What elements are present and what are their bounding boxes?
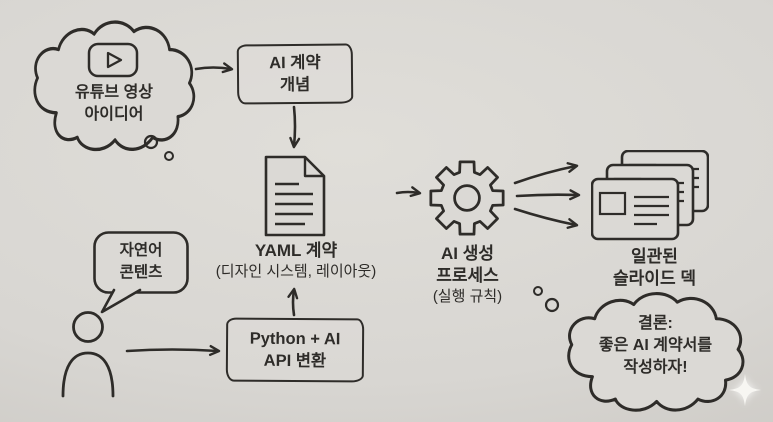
arrow-yaml-to-gear bbox=[395, 186, 422, 198]
python-box-line-2: API 변환 bbox=[263, 351, 327, 371]
speech-bubble: 자연어 콘텐츠 bbox=[92, 230, 192, 316]
conclusion-line-1: 결론: bbox=[638, 315, 673, 332]
idea-cloud-line-1: 유튜브 영상 bbox=[74, 84, 154, 101]
speech-bubble-label: 자연어 콘텐츠 bbox=[92, 240, 190, 284]
process-label: AI 생성 프로세스 (실행 규칙) bbox=[405, 243, 530, 307]
process-line-3: (실행 규칙) bbox=[432, 288, 503, 305]
thought-bubble-dot bbox=[533, 286, 543, 296]
conclusion-line-3: 작성하자! bbox=[623, 359, 688, 376]
python-api-box: Python + AI API 변환 bbox=[225, 317, 365, 383]
sparkle-icon bbox=[729, 374, 761, 406]
concept-box-line-2: 개념 bbox=[279, 75, 311, 95]
deck-line-1: 일관된 bbox=[631, 247, 678, 266]
idea-cloud-label: 유튜브 영상 아이디어 bbox=[25, 82, 203, 126]
process-line-1: AI 생성 bbox=[440, 244, 494, 263]
process-line-2: 프로세스 bbox=[436, 266, 499, 285]
concept-box-line-1: AI 계약 bbox=[269, 53, 321, 73]
yaml-title: YAML 계약 bbox=[254, 241, 338, 260]
deck-line-2: 슬라이드 덱 bbox=[613, 269, 696, 288]
conclusion-line-2: 좋은 AI 계약서를 bbox=[598, 337, 713, 354]
speech-line-1: 자연어 bbox=[119, 242, 163, 259]
deck-label: 일관된 슬라이드 덱 bbox=[597, 246, 712, 290]
speech-bubble-shape bbox=[93, 231, 189, 314]
cloud-shape bbox=[567, 292, 745, 412]
idea-cloud-line-2: 아이디어 bbox=[84, 106, 144, 123]
slide-stack-icon bbox=[591, 150, 709, 241]
conclusion-label: 결론: 좋은 AI 계약서를 작성하자! bbox=[558, 313, 753, 379]
arrow-concept-to-yaml bbox=[289, 105, 301, 149]
idea-thought-cloud: 유튜브 영상 아이디어 bbox=[25, 16, 203, 158]
arrow-gear-to-deck-bottom bbox=[513, 207, 579, 229]
gear-icon bbox=[429, 160, 505, 236]
person-icon bbox=[61, 311, 115, 398]
arrow-gear-to-deck-middle bbox=[515, 189, 581, 201]
yaml-subtitle: (디자인 시스템, 레이아웃) bbox=[215, 263, 377, 280]
conclusion-thought-cloud: 결론: 좋은 AI 계약서를 작성하자! bbox=[558, 288, 753, 418]
arrow-person-to-python bbox=[125, 344, 221, 357]
yaml-label: YAML 계약 (디자인 시스템, 레이아웃) bbox=[181, 240, 411, 282]
youtube-play-icon bbox=[87, 42, 139, 78]
document-icon bbox=[264, 155, 326, 237]
arrow-gear-to-deck-top bbox=[513, 162, 579, 185]
thought-bubble-dot bbox=[544, 297, 560, 313]
arrow-python-to-yaml bbox=[287, 287, 299, 317]
ai-contract-concept-box: AI 계약 개념 bbox=[236, 43, 354, 105]
python-box-line-1: Python + AI bbox=[249, 329, 341, 349]
speech-line-2: 콘텐츠 bbox=[119, 264, 163, 281]
cloud-shape bbox=[33, 20, 196, 151]
